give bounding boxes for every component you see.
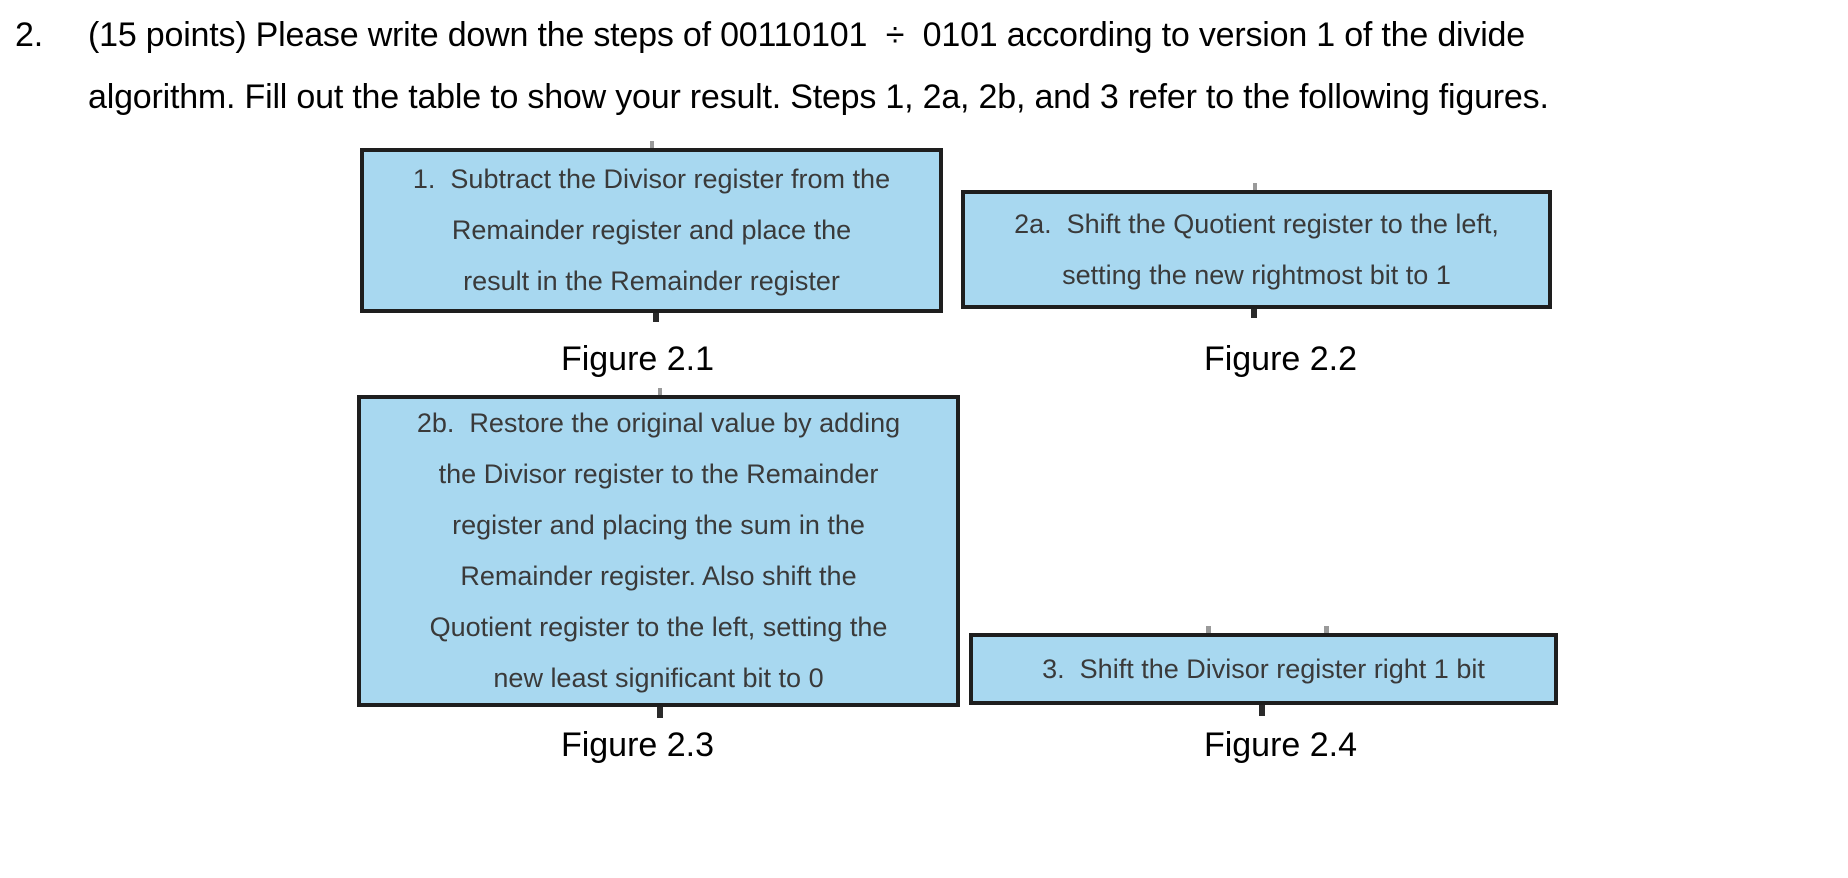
connector-stub-above-step2a bbox=[1253, 183, 1257, 190]
step-2b-text-line4: Remainder register. Also shift the bbox=[460, 561, 857, 591]
connector-stub-below-step3 bbox=[1259, 705, 1265, 716]
connector-stub-below-step1 bbox=[653, 313, 659, 322]
question-number: 2. bbox=[15, 16, 43, 54]
step-2b-text-line5: Quotient register to the left, setting t… bbox=[429, 612, 888, 642]
question-text-line1: (15 points) Please write down the steps … bbox=[88, 16, 1525, 54]
connector-stub-above-step2b bbox=[658, 388, 662, 395]
connector-stub-above-step1 bbox=[650, 141, 654, 148]
step-2a-text-line2: setting the new rightmost bit to 1 bbox=[1062, 259, 1451, 290]
figure-box-step-3: 3. Shift the Divisor register right 1 bi… bbox=[969, 633, 1558, 705]
connector-stub-below-step2a bbox=[1251, 309, 1257, 318]
step-1-text-line3: result in the Remainder register bbox=[463, 266, 840, 296]
connector-stub-above-step3-right bbox=[1324, 626, 1329, 633]
figure-box-step-2b: 2b. Restore the original value by adding… bbox=[357, 395, 960, 707]
figure-box-step-1: 1. Subtract the Divisor register from th… bbox=[360, 148, 943, 313]
step-2b-text-line3: register and placing the sum in the bbox=[452, 510, 865, 540]
step-2b-text-line2: the Divisor register to the Remainder bbox=[438, 459, 879, 489]
figure-box-step-2a: 2a. Shift the Quotient register to the l… bbox=[961, 190, 1552, 309]
figure-2-2-caption: Figure 2.2 bbox=[1203, 340, 1358, 378]
step-1-text-line1: 1. Subtract the Divisor register from th… bbox=[412, 164, 891, 194]
figure-2-3-caption: Figure 2.3 bbox=[560, 726, 715, 764]
step-1-text-line2: Remainder register and place the bbox=[451, 215, 852, 245]
step-2a-text-line1: 2a. Shift the Quotient register to the l… bbox=[1014, 208, 1499, 239]
question-text-line2: algorithm. Fill out the table to show yo… bbox=[88, 78, 1549, 116]
figure-2-1-caption: Figure 2.1 bbox=[560, 340, 715, 378]
step-3-text-line1: 3. Shift the Divisor register right 1 bi… bbox=[1042, 653, 1485, 684]
figure-2-4-caption: Figure 2.4 bbox=[1203, 726, 1358, 764]
step-2b-text-line6: new least significant bit to 0 bbox=[493, 663, 824, 693]
step-2b-text-line1: 2b. Restore the original value by adding bbox=[416, 408, 901, 438]
connector-stub-below-step2b bbox=[657, 707, 663, 718]
connector-stub-above-step3-left bbox=[1206, 626, 1211, 633]
